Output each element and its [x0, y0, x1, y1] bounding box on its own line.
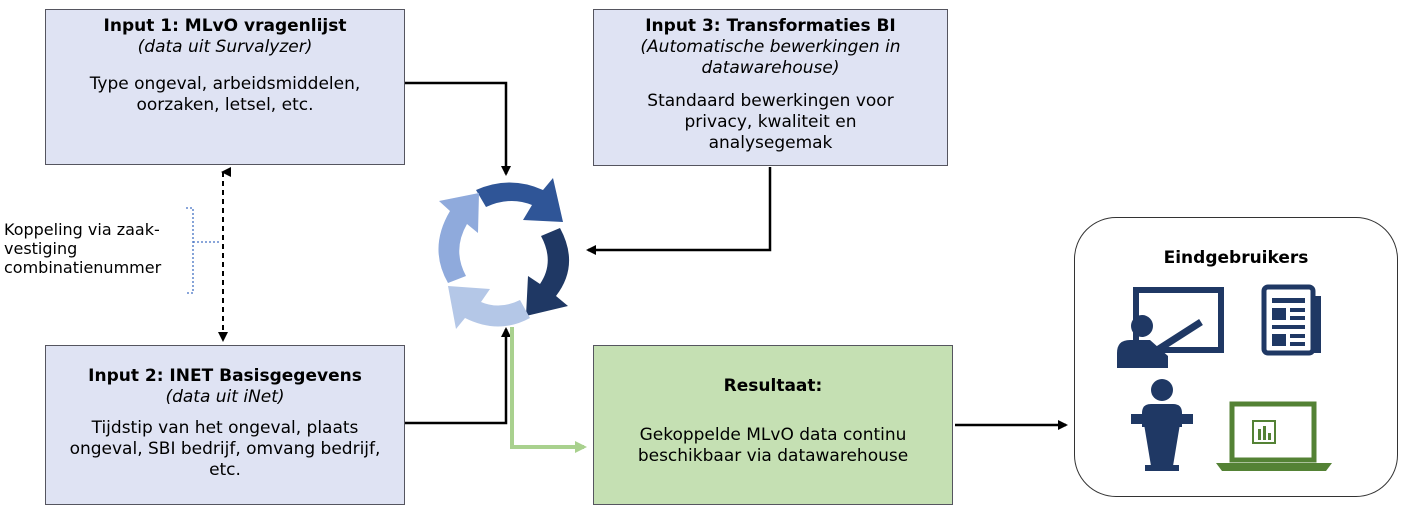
- cycle-icon: [438, 178, 570, 329]
- input3-body: Standaard bewerkingen voor privacy, kwal…: [647, 91, 894, 153]
- koppeling-bracket: [186, 207, 220, 294]
- connector-input2: [405, 327, 511, 425]
- input3-box: Input 3: Transformaties BI (Automatische…: [593, 9, 948, 166]
- connector-input1: [405, 81, 511, 176]
- koppeling-note: Koppeling via zaak- vestiging combinatie…: [4, 220, 161, 277]
- koppeling-line1: Koppeling via zaak-: [4, 220, 160, 239]
- newspaper-icon: [1261, 284, 1321, 356]
- resultaat-body: Gekoppelde MLvO data continu beschikbaar…: [637, 425, 909, 466]
- input2-subtitle: (data uit iNet): [165, 387, 285, 407]
- cycle-arrow-top: [476, 178, 563, 222]
- input1-subtitle: (data uit Survalyzer): [137, 37, 313, 57]
- eindgebruikers-title: Eindgebruikers: [1163, 248, 1309, 268]
- cycle-arrow-bottom: [448, 286, 530, 329]
- koppeling-line3: combinatienummer: [4, 258, 162, 277]
- input1-box: Input 1: MLvO vragenlijst (data uit Surv…: [45, 9, 405, 165]
- input2-body: Tijdstip van het ongeval, plaats ongeval…: [69, 418, 381, 480]
- cycle-arrow-left: [438, 193, 479, 283]
- input1-body: Type ongeval, arbeidsmiddelen, oorzaken,…: [89, 74, 361, 115]
- input2-box: Input 2: INET Basisgegevens (data uit iN…: [45, 345, 405, 505]
- speaker-podium-icon: [1131, 379, 1193, 471]
- laptop-chart-icon: [1216, 401, 1332, 471]
- connector-result: [510, 327, 587, 453]
- koppeling-line2: vestiging: [4, 239, 78, 258]
- presentation-icon: [1117, 287, 1224, 368]
- cycle-arrow-right: [526, 228, 570, 316]
- input3-title: Input 3: Transformaties BI: [645, 16, 896, 36]
- input3-subtitle: (Automatische bewerkingen in datawarehou…: [640, 37, 901, 78]
- input2-title: Input 2: INET Basisgegevens: [88, 366, 362, 386]
- input1-title: Input 1: MLvO vragenlijst: [103, 16, 347, 36]
- resultaat-title: Resultaat:: [723, 376, 823, 396]
- connector-input3: [586, 167, 772, 255]
